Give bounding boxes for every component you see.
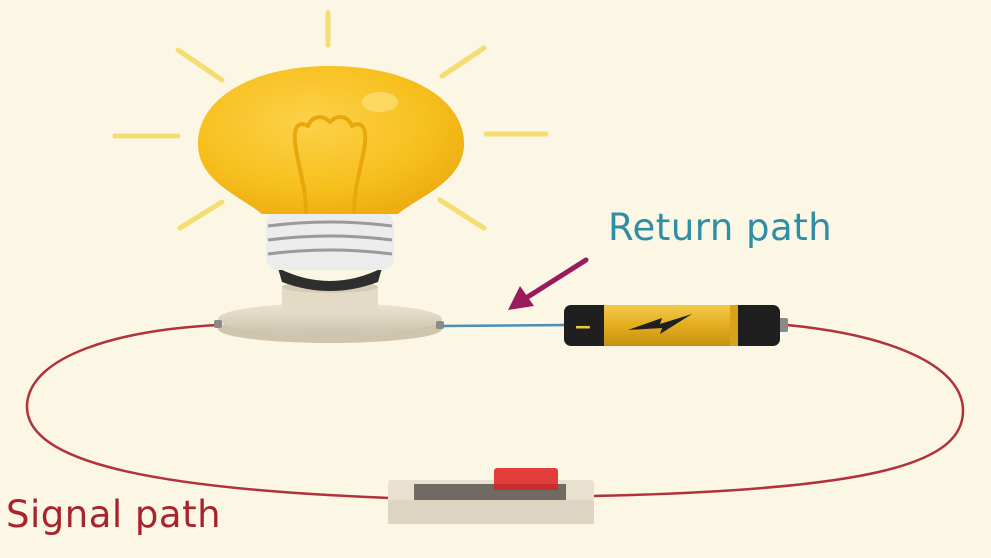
signal-wire-right: [591, 323, 965, 498]
signal-wire: [25, 323, 393, 500]
battery-minus-label: −: [574, 315, 592, 340]
battery-icon: − +: [564, 305, 788, 346]
return-wire: [439, 323, 569, 328]
lightbulb-icon: [197, 66, 465, 291]
battery-plus-label: +: [750, 313, 770, 341]
light-rays: [112, 10, 549, 231]
signal-path-label: Signal path: [6, 493, 222, 536]
return-path-arrow: [508, 257, 589, 310]
return-path-label: Return path: [608, 206, 833, 249]
switch-icon: [388, 468, 594, 524]
lightning-bolt-icon: [628, 314, 692, 334]
